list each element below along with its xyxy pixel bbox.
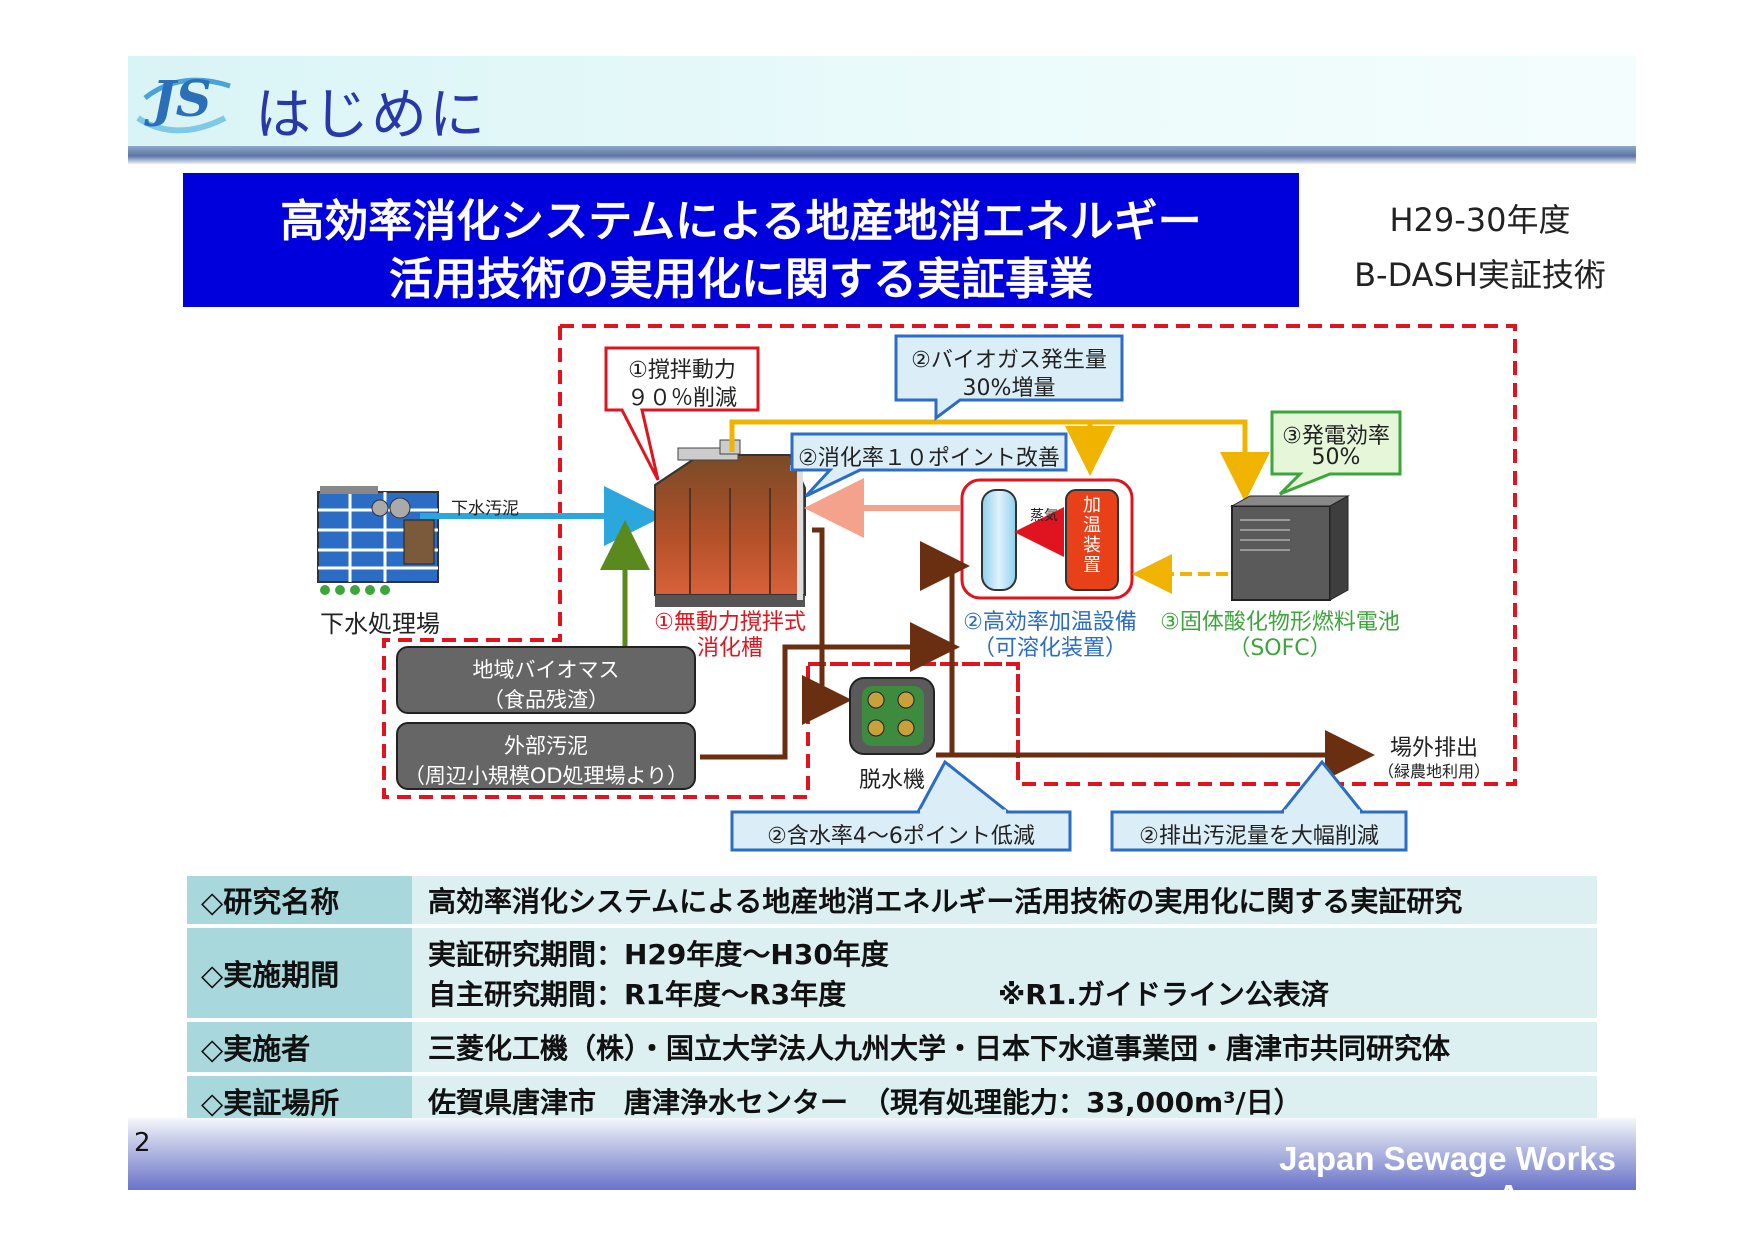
callout-digestion-rate — [790, 432, 1068, 498]
row-label: ◇実施期間 — [187, 928, 412, 1018]
label-digester-line2: 消化槽 — [696, 636, 763, 661]
callout-water-content-text: ②含水率4～6ポイント低減 — [767, 824, 1035, 849]
row-label: ◇実施者 — [187, 1022, 412, 1072]
footer-band — [128, 1118, 1636, 1190]
callout-discharge — [1110, 759, 1408, 852]
side-note-year: H29-30年度 — [1389, 201, 1571, 239]
label-treatment-plant: 下水処理場 — [320, 610, 440, 638]
external-sludge-line2: （周辺小規模OD処理場より） — [403, 764, 689, 788]
label-digester-line1: ①無動力撹拌式 — [654, 610, 806, 635]
callout-discharge-text: ②排出汚泥量を大幅削減 — [1139, 824, 1379, 849]
callout-stirring — [604, 346, 760, 481]
label-offsite-line2: （緑農地利用） — [1377, 762, 1490, 781]
js-logo-icon: JS — [136, 69, 231, 134]
label-sewage-sludge: 下水汚泥 — [451, 499, 519, 519]
callout-water-content — [730, 759, 1072, 852]
row-value: 高効率消化システムによる地産地消エネルギー活用技術の実用化に関する実証研究 — [412, 876, 1597, 924]
callout-digestion-rate-text: ②消化率１０ポイント改善 — [798, 446, 1060, 471]
sofc-unit-icon — [1230, 495, 1350, 601]
label-heater: 加温装置 — [1083, 495, 1101, 576]
external-sludge-line1: 外部汚泥 — [504, 734, 588, 758]
treatment-plant-icon — [317, 486, 439, 595]
label-dewatering: 脱水機 — [858, 768, 925, 793]
label-offsite-line1: 場外排出 — [1389, 736, 1478, 761]
callout-power-efficiency — [1270, 410, 1402, 496]
callout-power-line2: 50% — [1311, 445, 1361, 470]
dewatering-machine-icon — [849, 677, 935, 755]
row-label: ◇実証場所 — [187, 1076, 412, 1126]
biomass-line1: 地域バイオマス — [472, 658, 620, 682]
row-label: ◇研究名称 — [187, 876, 412, 924]
organization-name: Japan Sewage Works Agency — [1279, 1140, 1616, 1215]
callout-stirring-line2: ９０％削減 — [626, 386, 737, 411]
main-title-line1: 高効率消化システムによる地産地消エネルギー — [280, 196, 1202, 247]
logo-text: JS — [144, 69, 212, 128]
info-table: ◇研究名称 高効率消化システムによる地産地消エネルギー活用技術の実用化に関する実… — [187, 872, 1597, 1130]
table-row: ◇実証場所 佐賀県唐津市 唐津浄水センター （現有処理能力：33,000m³/日… — [187, 1076, 1597, 1126]
solubilizer-icon — [981, 489, 1017, 591]
main-title-line2: 活用技術の実用化に関する実証事業 — [389, 254, 1093, 305]
biomass-box: 地域バイオマス （食品残渣） — [396, 646, 696, 714]
label-sofc-line1: ③固体酸化物形燃料電池 — [1160, 610, 1400, 635]
external-sludge-box: 外部汚泥 （周辺小規模OD処理場より） — [396, 722, 696, 790]
header-band — [128, 56, 1636, 148]
callout-biogas — [894, 334, 1124, 421]
callout-biogas-line2: 30%増量 — [962, 376, 1056, 401]
biomass-line2: （食品残渣） — [483, 688, 609, 712]
label-sofc-line2: （SOFC） — [1228, 636, 1332, 661]
callout-biogas-line1: ②バイオガス発生量 — [911, 348, 1107, 373]
boundary-main — [560, 324, 1517, 786]
row-value: 三菱化工機（株）・国立大学法人九州大学・日本下水道事業団・唐津市共同研究体 — [412, 1022, 1597, 1072]
heater-icon — [1065, 489, 1119, 591]
callout-stirring-line1: ①撹拌動力 — [628, 358, 736, 383]
table-row: ◇実施期間 実証研究期間：H29年度～H30年度 自主研究期間：R1年度～R3年… — [187, 928, 1597, 1018]
side-note-tech: B-DASH実証技術 — [1354, 256, 1606, 294]
page-number: 2 — [134, 1128, 151, 1158]
label-heating-equipment-line2: （可溶化装置） — [972, 636, 1127, 661]
row-value-line: 実証研究期間：H29年度～H30年度 — [428, 938, 889, 971]
digester-tank-icon — [654, 439, 806, 607]
page-title: はじめに — [255, 83, 487, 148]
header-divider — [128, 146, 1636, 164]
label-heating-equipment-line1: ②高効率加温設備 — [963, 610, 1137, 635]
callout-power-line1: ③発電効率 — [1282, 424, 1390, 449]
table-row: ◇研究名称 高効率消化システムによる地産地消エネルギー活用技術の実用化に関する実… — [187, 876, 1597, 924]
table-row: ◇実施者 三菱化工機（株）・国立大学法人九州大学・日本下水道事業団・唐津市共同研… — [187, 1022, 1597, 1072]
row-value: 佐賀県唐津市 唐津浄水センター （現有処理能力：33,000m³/日） — [412, 1076, 1597, 1126]
label-steam: 蒸気 — [1030, 508, 1058, 524]
row-value: 実証研究期間：H29年度～H30年度 自主研究期間：R1年度～R3年度 ※R1.… — [412, 928, 1597, 1018]
main-title-box: 高効率消化システムによる地産地消エネルギー 活用技術の実用化に関する実証事業 — [183, 173, 1299, 307]
row-value-line: 自主研究期間：R1年度～R3年度 — [428, 978, 847, 1011]
row-value-note: ※R1.ガイドライン公表済 — [998, 978, 1329, 1011]
